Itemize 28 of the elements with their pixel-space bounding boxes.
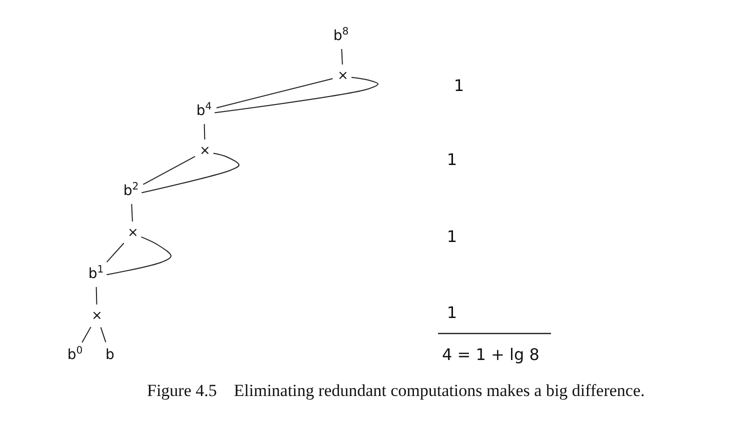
- multiply-sign: ×: [198, 144, 212, 158]
- connector-line: [204, 124, 206, 140]
- multiply-sign: ×: [126, 226, 140, 240]
- connector-line: [142, 156, 196, 185]
- connector-line: [141, 152, 240, 194]
- math-term: b$^{2}$: [122, 182, 140, 200]
- figure-caption: Figure 4.5 Eliminating redundant computations makes a big difference.: [147, 381, 645, 402]
- multiply-sign: ×: [336, 68, 350, 84]
- connector-line: [341, 48, 343, 65]
- multiply-sign: ×: [90, 308, 104, 324]
- connector-line: [131, 204, 133, 222]
- connector-line: [82, 326, 92, 344]
- connector-line: [214, 76, 378, 114]
- step-count: 1: [446, 152, 458, 168]
- math-term: b$^{8}$: [332, 27, 350, 45]
- connector-line: [216, 78, 334, 108]
- connector-line: [106, 242, 124, 263]
- step-count: 1: [454, 78, 464, 94]
- math-term: b$^{0}$: [66, 346, 84, 364]
- step-count: 1: [446, 305, 458, 321]
- total-formula: 4 = 1 + lg 8: [442, 347, 540, 363]
- connector-line: [100, 326, 106, 343]
- math-term: b: [104, 346, 116, 364]
- connector-line: [96, 286, 98, 305]
- step-count: 1: [446, 229, 458, 245]
- math-term: b$^{1}$: [87, 265, 105, 283]
- connector-line: [106, 236, 172, 276]
- math-term: b$^{4}$: [195, 102, 213, 120]
